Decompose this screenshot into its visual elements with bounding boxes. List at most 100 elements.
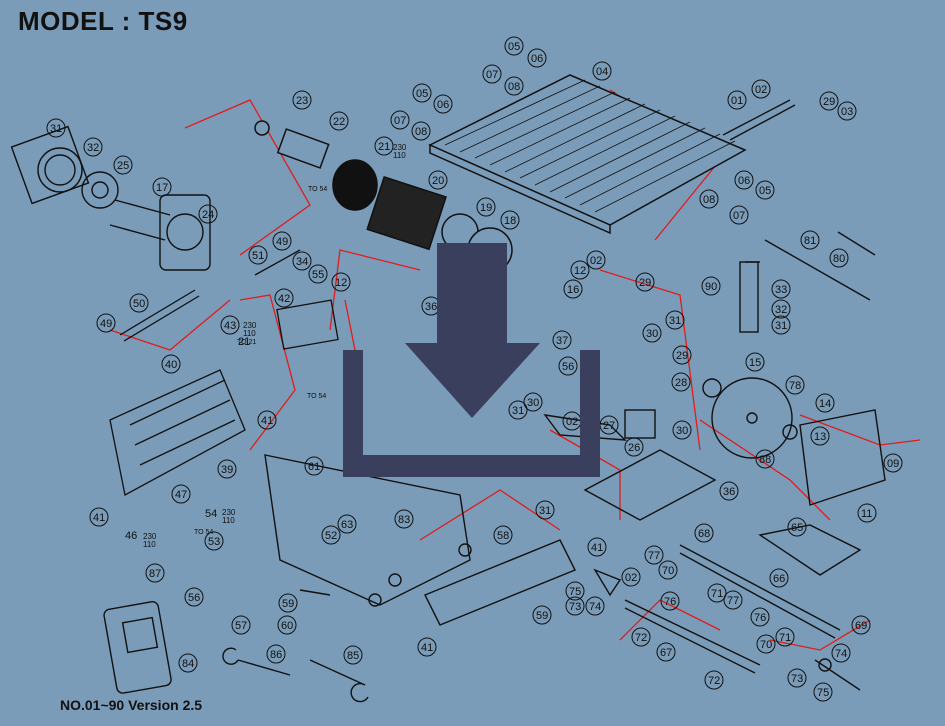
part-tag: 83 <box>394 509 414 529</box>
svg-text:43: 43 <box>224 320 236 332</box>
part-tag: 08 <box>504 76 524 96</box>
svg-text:29: 29 <box>676 350 688 362</box>
part-number-tags: 31 32 25 24 17 23 22 21 20 19 18 05 06 0… <box>46 36 903 702</box>
part-tag: 05 <box>755 180 775 200</box>
svg-text:02: 02 <box>566 416 578 428</box>
svg-text:75: 75 <box>569 586 581 598</box>
svg-text:31: 31 <box>50 123 62 135</box>
part-tag: 02 <box>751 79 771 99</box>
svg-text:60: 60 <box>281 620 293 632</box>
svg-text:61: 61 <box>308 461 320 473</box>
svg-text:29: 29 <box>639 277 651 289</box>
part-tag: 39 <box>217 459 237 479</box>
part-tag: 31 <box>535 500 555 520</box>
part-tag: 74 <box>585 596 605 616</box>
svg-text:06: 06 <box>531 53 543 65</box>
part-tag: 66 <box>769 568 789 588</box>
part-tag: 19 <box>476 197 496 217</box>
part-tag: 54 <box>205 508 217 520</box>
svg-text:50: 50 <box>133 298 145 310</box>
svg-text:70: 70 <box>760 639 772 651</box>
svg-text:TO 21: TO 21 <box>237 339 256 346</box>
svg-text:39: 39 <box>221 464 233 476</box>
svg-text:42: 42 <box>278 293 290 305</box>
svg-text:90: 90 <box>705 281 717 293</box>
svg-text:76: 76 <box>664 596 676 608</box>
part-tag: 12 <box>570 260 590 280</box>
part-tag: 68 <box>694 523 714 543</box>
part-tag: 40 <box>161 354 181 374</box>
svg-text:77: 77 <box>727 595 739 607</box>
svg-text:02: 02 <box>625 572 637 584</box>
svg-text:31: 31 <box>775 320 787 332</box>
part-tag: 56 <box>184 587 204 607</box>
svg-text:21: 21 <box>238 336 250 348</box>
svg-text:01: 01 <box>731 95 743 107</box>
part-tag: 76 <box>660 591 680 611</box>
part-tag: 30 <box>672 420 692 440</box>
svg-text:47: 47 <box>175 489 187 501</box>
svg-text:17: 17 <box>156 182 168 194</box>
part-tag: 41 <box>89 507 109 527</box>
part-tag: 02 <box>621 567 641 587</box>
part-tag: 02 <box>562 411 582 431</box>
svg-text:85: 85 <box>347 650 359 662</box>
svg-text:04: 04 <box>596 66 608 78</box>
part-tag: 41 <box>587 537 607 557</box>
svg-text:11: 11 <box>861 508 872 520</box>
part-tag: 34 <box>292 251 312 271</box>
part-tag: 31 <box>46 118 66 138</box>
part-tag: 05 <box>412 83 432 103</box>
svg-text:22: 22 <box>333 116 345 128</box>
motor-fan-assembly <box>10 125 211 271</box>
svg-text:87: 87 <box>149 568 161 580</box>
part-tag: 06 <box>433 94 453 114</box>
svg-text:05: 05 <box>508 41 520 53</box>
part-tag: 16 <box>563 279 583 299</box>
svg-text:110: 110 <box>222 516 235 525</box>
part-tag: 41 <box>257 410 277 430</box>
part-tag: 33 <box>771 279 791 299</box>
part-tag: 05 <box>504 36 524 56</box>
svg-text:18: 18 <box>504 215 516 227</box>
part-tag: 73 <box>787 668 807 688</box>
part-tag: 09 <box>883 453 903 473</box>
svg-text:65: 65 <box>791 522 803 534</box>
part-tag: 43 <box>220 315 240 335</box>
part-tag: 23 <box>292 90 312 110</box>
part-tag: 26 <box>624 437 644 457</box>
svg-text:30: 30 <box>646 328 658 340</box>
svg-text:54: 54 <box>205 508 217 520</box>
svg-text:40: 40 <box>165 359 177 371</box>
svg-text:55: 55 <box>312 269 324 281</box>
part-tag: 52 <box>321 525 341 545</box>
svg-text:02: 02 <box>755 84 767 96</box>
part-tag: 86 <box>266 644 286 664</box>
svg-text:67: 67 <box>660 647 672 659</box>
part-tag: 27 <box>599 415 619 435</box>
part-tag: 56 <box>558 356 578 376</box>
svg-text:24: 24 <box>202 209 214 221</box>
svg-text:78: 78 <box>789 380 801 392</box>
svg-text:16: 16 <box>567 284 579 296</box>
svg-text:07: 07 <box>486 69 498 81</box>
part-tag: 84 <box>178 653 198 673</box>
svg-text:110: 110 <box>393 151 406 160</box>
svg-text:58: 58 <box>497 530 509 542</box>
svg-text:69: 69 <box>855 620 867 632</box>
svg-text:05: 05 <box>759 185 771 197</box>
part-tag: 08 <box>699 189 719 209</box>
part-tag: 42 <box>274 288 294 308</box>
svg-text:230: 230 <box>243 321 257 330</box>
svg-text:81: 81 <box>804 235 816 247</box>
part-tag: 58 <box>493 525 513 545</box>
part-tag: 60 <box>277 615 297 635</box>
svg-text:TO 54: TO 54 <box>308 186 327 193</box>
part-tag: 41 <box>417 637 437 657</box>
part-tag: 87 <box>145 563 165 583</box>
svg-text:72: 72 <box>708 675 720 687</box>
svg-text:37: 37 <box>556 335 568 347</box>
download-icon <box>343 243 600 477</box>
part-tag: 72 <box>631 627 651 647</box>
svg-text:36: 36 <box>723 486 735 498</box>
